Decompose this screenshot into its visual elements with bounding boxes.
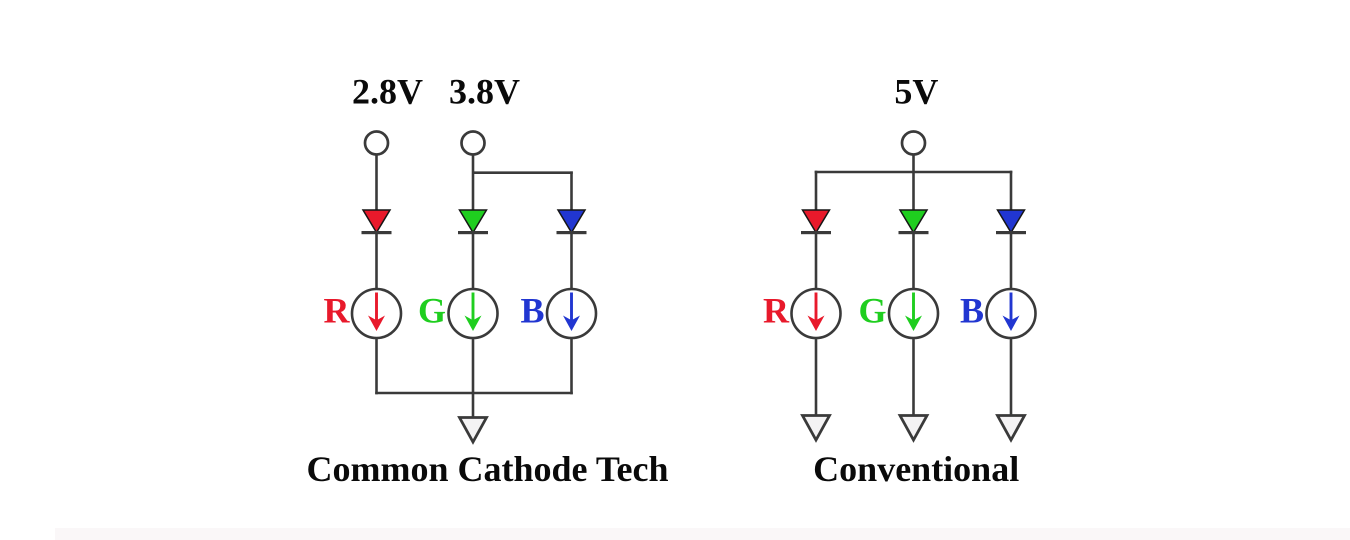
ground-icon [996,414,1026,442]
green-led-icon [457,209,489,235]
ground-icon [801,414,831,442]
right-wires [814,154,1013,417]
right-channel-red-label: R [763,291,790,331]
right-channel-green-label: G [858,291,886,331]
left-circuit-title: Common Cathode Tech [306,449,668,489]
green-current-source-icon [887,287,940,340]
blue-led-icon [995,209,1027,235]
footer-band [55,528,1350,540]
blue-current-source-icon [545,287,598,340]
red-current-source-icon [790,287,842,340]
green-led-icon [897,209,930,235]
blue-led-icon [555,209,588,235]
left-channel-blue-label: B [520,291,544,331]
left-supply-green-blue-label: 3.8V [449,72,520,112]
right-terminal [900,130,927,156]
ground-icon [898,414,929,442]
left-terminal-red [363,130,390,156]
left-supply-red-label: 2.8V [352,72,423,112]
blue-current-source-icon [985,287,1037,340]
red-current-source-icon [350,287,403,340]
red-led-icon [360,209,393,235]
left-terminal-green-blue [460,130,486,156]
left-channel-green-label: G [418,291,446,331]
conventional-circuit: 5V R G B [763,72,1037,489]
red-led-icon [800,209,832,235]
common-cathode-ground-icon [458,416,488,444]
left-wires [375,154,573,419]
common-cathode-circuit: 2.8V 3.8V [306,72,668,490]
right-circuit-title: Conventional [813,449,1019,489]
left-channel-red-label: R [324,291,351,331]
green-current-source-icon [447,287,499,340]
right-supply-label: 5V [894,72,938,112]
right-channel-blue-label: B [960,291,984,331]
